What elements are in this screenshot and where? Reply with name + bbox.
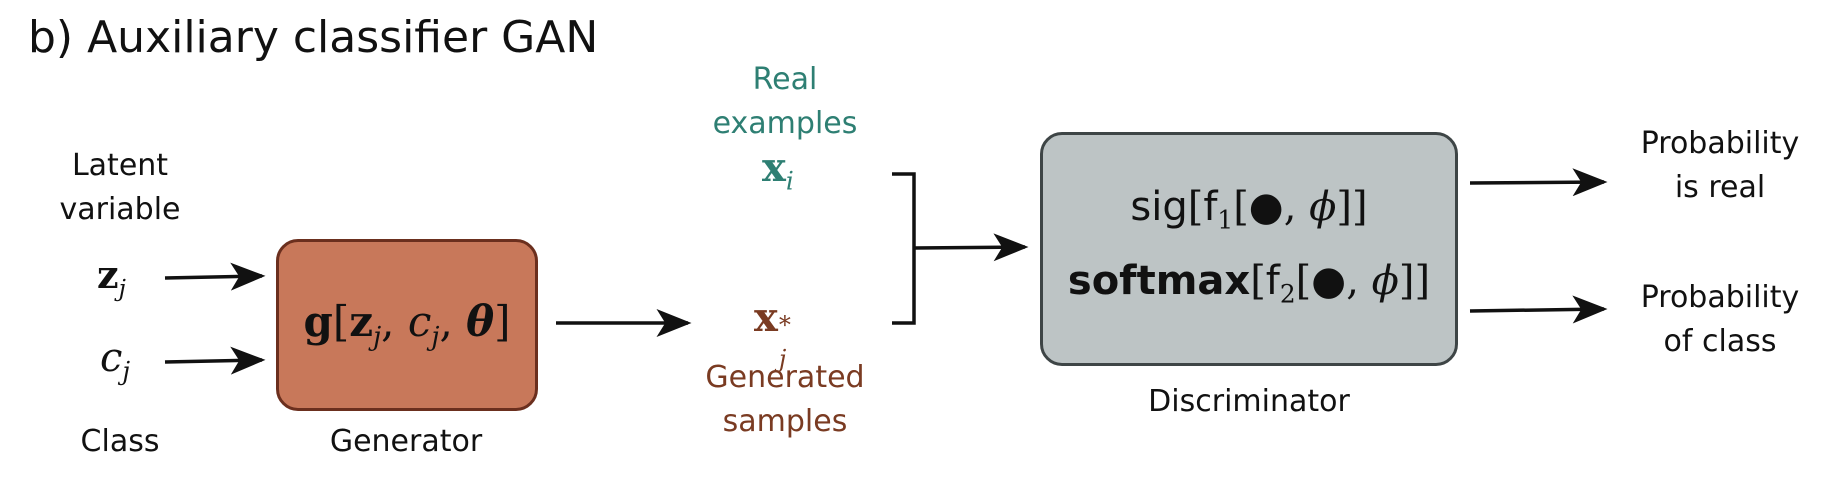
class-label: Class bbox=[80, 424, 160, 459]
discriminator-to-class-prob-arrow bbox=[1469, 295, 1608, 324]
softmax-formula: softmax[f2[●, ϕ]] bbox=[1067, 258, 1431, 309]
discriminator-label: Discriminator bbox=[1148, 384, 1350, 419]
class-to-generator-arrow bbox=[164, 346, 266, 375]
discriminator-to-real-prob-arrow bbox=[1469, 168, 1608, 197]
latent-to-generator-arrow bbox=[164, 262, 266, 291]
class-symbol: cj bbox=[100, 335, 131, 386]
bracket-to-discriminator-arrow bbox=[913, 233, 1029, 262]
sigmoid-formula: sig[f1[●, ϕ]] bbox=[1130, 184, 1368, 235]
real-examples-label: Real examples bbox=[712, 62, 858, 141]
discriminator-box: sig[f1[●, ϕ]] softmax[f2[●, ϕ]] bbox=[1040, 132, 1458, 366]
generator-box: g[zj, cj, θ] bbox=[276, 239, 538, 411]
generator-label: Generator bbox=[329, 424, 483, 459]
figure-title: b) Auxiliary classifier GAN bbox=[28, 12, 599, 63]
generated-samples-label: Generated samples bbox=[705, 360, 865, 439]
real-symbol: xi bbox=[762, 144, 794, 196]
generator-formula: g[zj, cj, θ] bbox=[303, 297, 511, 353]
class-probability-label: Probability of class bbox=[1640, 280, 1800, 359]
real-probability-label: Probability is real bbox=[1640, 126, 1800, 205]
latent-variable-label: Latent variable bbox=[59, 148, 181, 227]
generated-symbol: x*j bbox=[754, 294, 791, 373]
latent-symbol: zj bbox=[97, 252, 126, 303]
merge-bracket bbox=[892, 172, 916, 325]
